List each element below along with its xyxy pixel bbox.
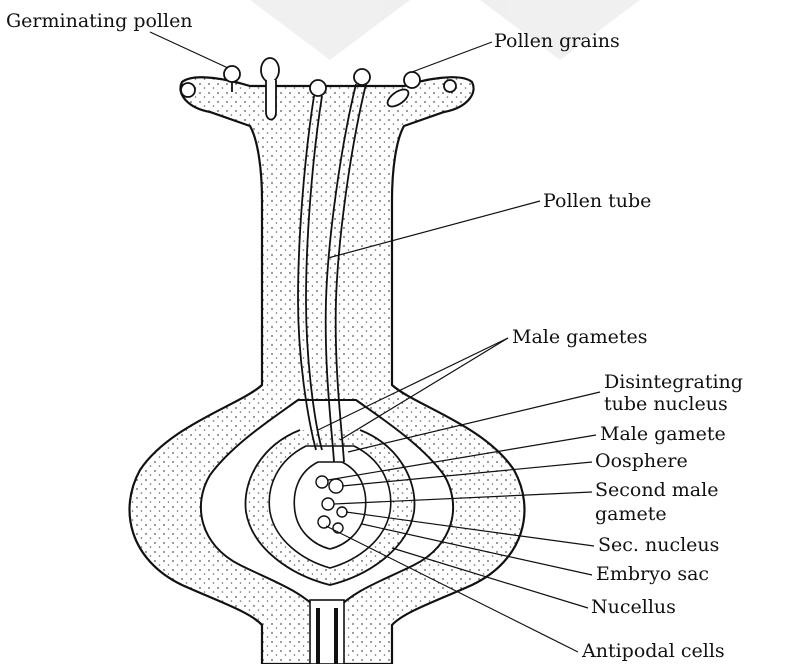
label-oosphere: Oosphere xyxy=(595,450,688,472)
label-nucellus: Nucellus xyxy=(591,596,676,618)
leader-pollen-grains xyxy=(412,42,492,72)
label-sec-nucleus: Sec. nucleus xyxy=(598,534,719,556)
oosphere-cell xyxy=(329,479,343,493)
label-pollen-tube: Pollen tube xyxy=(543,190,651,212)
male-gamete-cell xyxy=(316,476,328,488)
label-male-gamete: Male gamete xyxy=(600,423,726,445)
second-male-gamete-cell xyxy=(322,498,334,510)
sec-nucleus-cell xyxy=(337,507,347,517)
label-second-male-1: Second male xyxy=(595,479,718,501)
label-disintegrating-2: tube nucleus xyxy=(604,393,728,415)
label-germinating-pollen: Germinating pollen xyxy=(6,10,193,32)
label-male-gametes: Male gametes xyxy=(512,326,648,348)
vascular-strand xyxy=(310,600,344,664)
label-disintegrating-1: Disintegrating xyxy=(604,371,743,393)
antipodal-cell-1 xyxy=(318,516,330,528)
label-antipodal-cells: Antipodal cells xyxy=(581,640,725,662)
label-pollen-grains: Pollen grains xyxy=(494,30,620,52)
label-embryo-sac: Embryo sac xyxy=(596,563,709,585)
leader-germinating-pollen xyxy=(150,32,228,68)
pistil xyxy=(130,58,525,664)
label-second-male-2: gamete xyxy=(595,503,667,525)
